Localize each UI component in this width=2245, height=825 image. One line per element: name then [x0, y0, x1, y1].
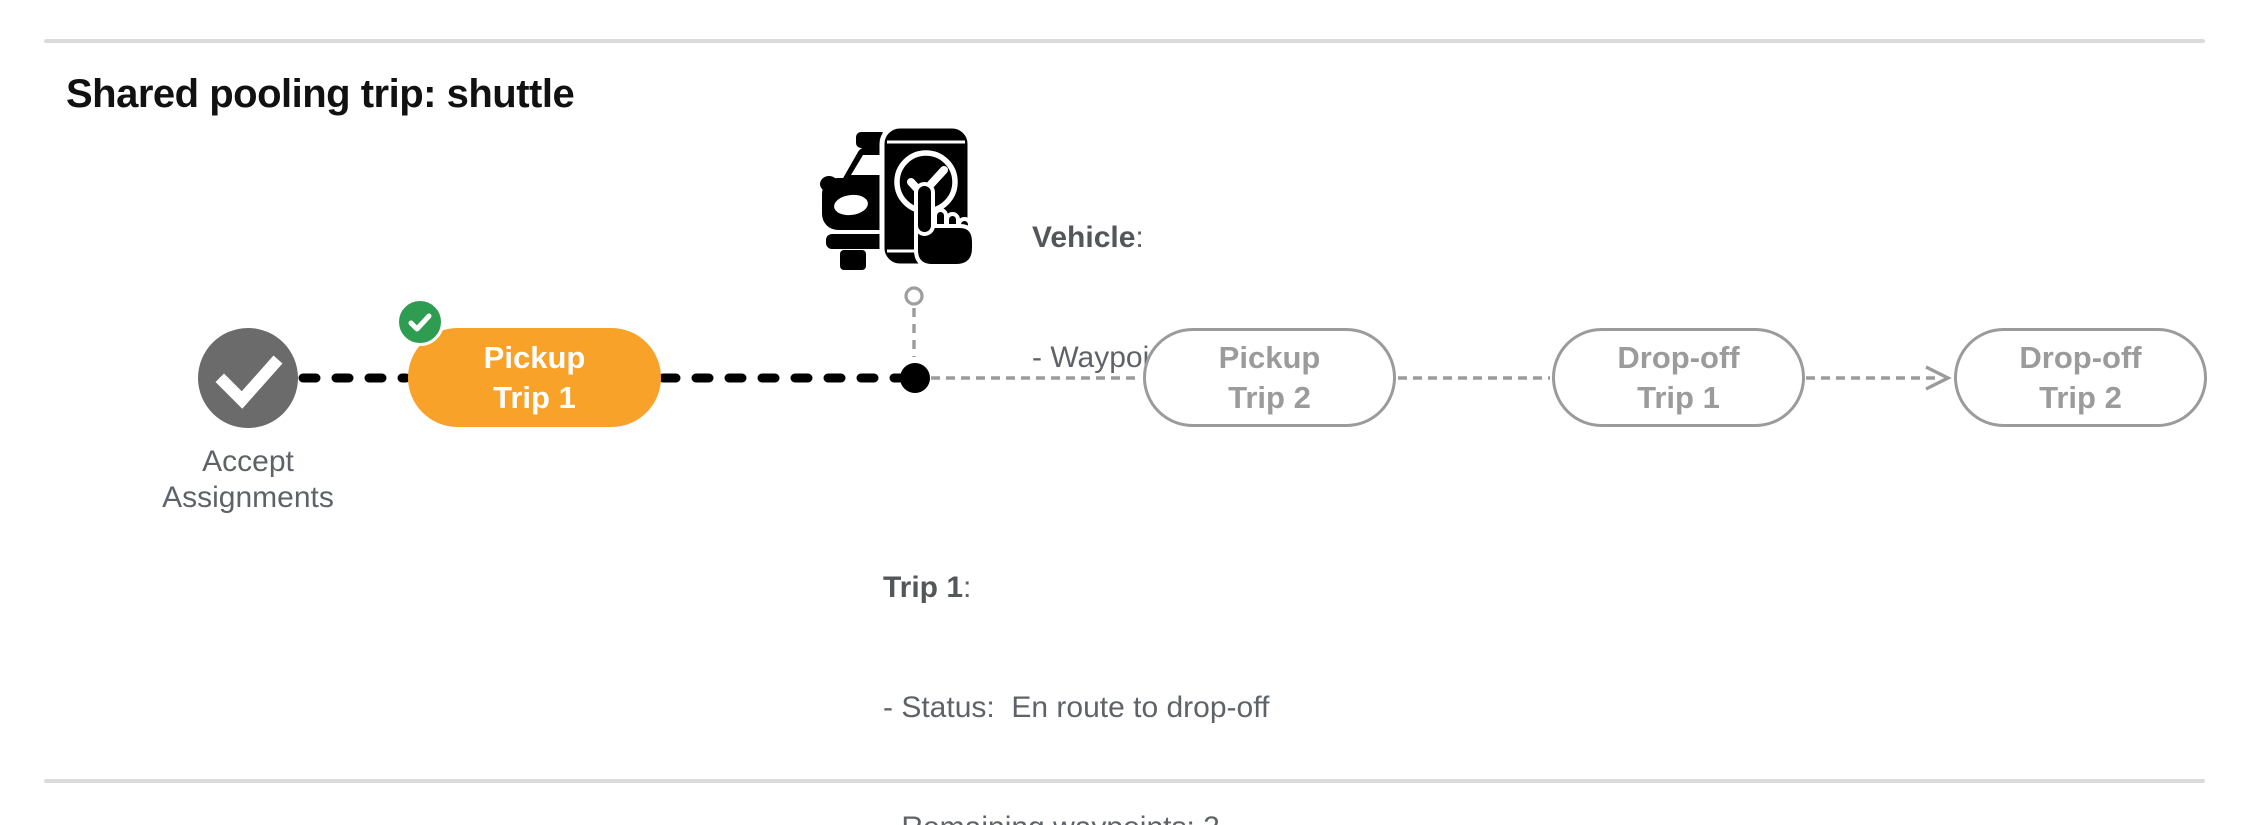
node-label-line2: Trip 2: [1228, 379, 1311, 415]
node-label-line1: Drop-off: [1617, 339, 1740, 375]
node-label-line1: Pickup: [1218, 339, 1321, 375]
bottom-divider: [44, 779, 2205, 783]
car-headlight: [834, 194, 868, 216]
vehicle-branch-circle: [904, 286, 924, 306]
trip1-status-line: - Status: En route to drop-off: [883, 691, 1270, 724]
car-wheel: [840, 250, 866, 270]
check-icon: [408, 313, 432, 332]
taxi-sign: [856, 132, 886, 148]
vehicle-phone-check-icon: [820, 123, 976, 270]
check-icon: [215, 355, 283, 409]
node-label-line2: Trip 2: [2039, 379, 2122, 415]
vehicle-info: Vehicle: - Waypoints: 3: [1032, 138, 1223, 458]
page-title: Shared pooling trip: shuttle: [66, 72, 575, 116]
node-label-line2: Trip 1: [1637, 379, 1720, 415]
node-dropoff-trip-1: Drop-off Trip 1: [1552, 328, 1805, 427]
node-label-line2: Trip 1: [493, 379, 576, 415]
arrowhead-icon: [1925, 365, 1952, 391]
node-pickup-trip-1: Pickup Trip 1: [408, 328, 661, 427]
start-node-label: Accept Assignments: [162, 445, 334, 514]
vehicle-info-label: Vehicle: [1032, 221, 1136, 254]
node-dropoff-trip-2: Drop-off Trip 2: [1954, 328, 2207, 427]
vehicle-info-heading: Vehicle:: [1032, 221, 1144, 254]
node-label-line1: Drop-off: [2019, 339, 2142, 375]
node-label-line1: Pickup: [483, 339, 586, 375]
completed-badge: [396, 298, 444, 346]
trip1-heading: Trip 1:: [883, 571, 972, 604]
trip-status-panel: Trip 1: - Status: En route to drop-off -…: [883, 488, 1269, 825]
current-position-dot: [900, 363, 930, 393]
pointing-hand: [914, 182, 976, 268]
trip1-waypoints-line: - Remaining waypoints: 2: [883, 808, 1269, 825]
top-divider: [44, 39, 2205, 43]
start-node-accept-assignments: [198, 328, 298, 428]
node-pickup-trip-2: Pickup Trip 2: [1143, 328, 1396, 427]
